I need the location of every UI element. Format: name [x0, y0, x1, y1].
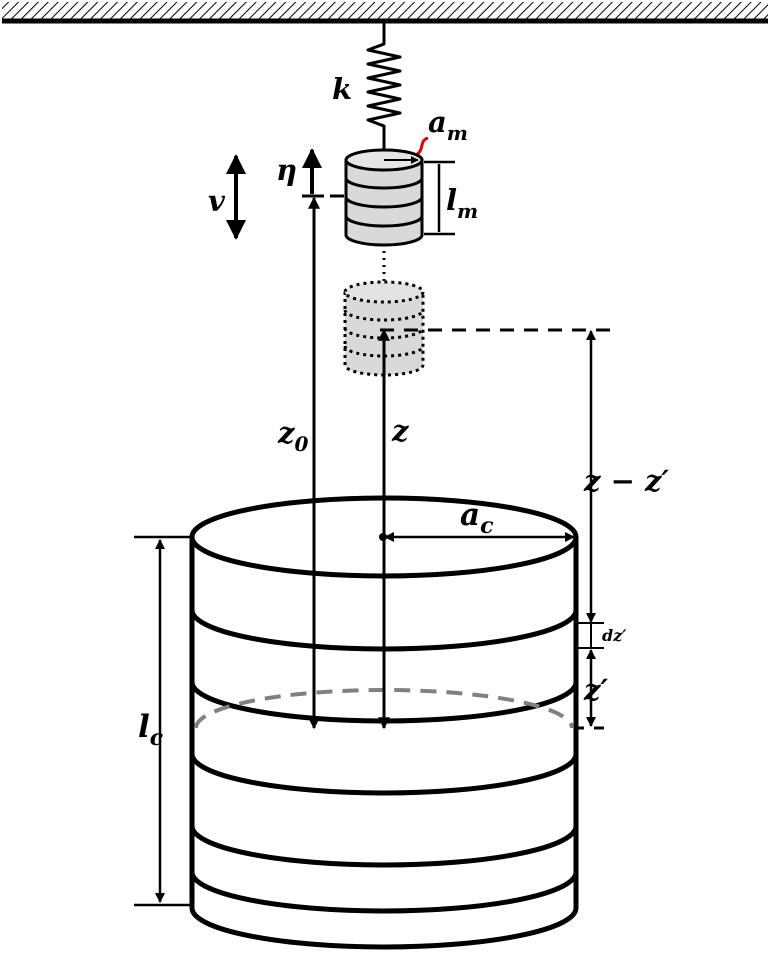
- ceiling: [2, 2, 768, 24]
- velocity-label: v: [208, 184, 226, 218]
- element-thickness-label: dz′: [602, 626, 627, 645]
- spring-constant-label: k: [332, 72, 352, 106]
- magnet-length-dimension: [424, 160, 455, 236]
- coil-length-label: lc: [138, 709, 164, 751]
- coil: [189, 495, 579, 950]
- magnet-radius-label: am: [428, 105, 468, 145]
- distance-label: z − z′: [583, 464, 669, 498]
- displacement-label: η: [276, 153, 297, 187]
- magnet: [344, 148, 424, 247]
- equilibrium-position-label: z0: [277, 416, 308, 456]
- coil-radius-label: ac: [460, 497, 494, 539]
- spring: [366, 21, 402, 150]
- element-position-label: z′: [583, 673, 608, 707]
- magnet-length-label: lm: [446, 183, 478, 223]
- position-label: z: [391, 414, 409, 448]
- coil-length-dimension: [134, 535, 192, 907]
